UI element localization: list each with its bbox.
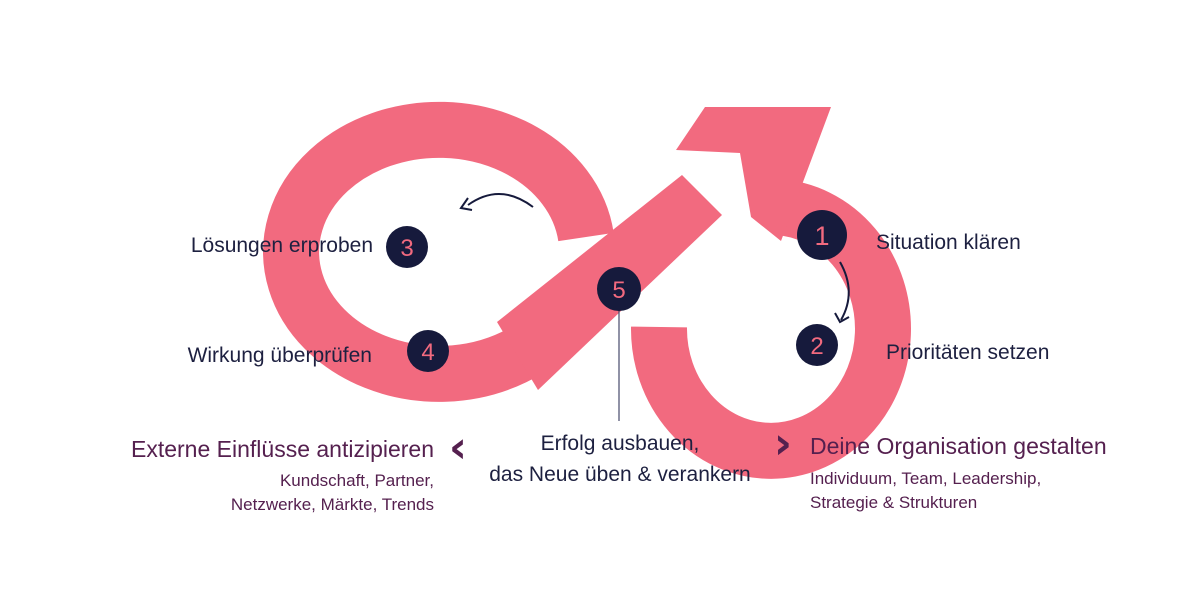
organisation-line-1: Individuum, Team, Leadership, xyxy=(810,469,1042,488)
cycle-arrow-right xyxy=(834,261,850,324)
step-2-marker: 2 xyxy=(796,324,838,366)
step-5-label-line-2: das Neue üben & verankern xyxy=(489,463,751,486)
chevron-right-icon: › xyxy=(774,418,792,469)
step-4-number: 4 xyxy=(421,339,434,366)
external-influences-block: Externe Einflüsse antizipieren Kundschaf… xyxy=(131,434,434,517)
step-5-number: 5 xyxy=(612,277,625,304)
step-5-label-line-1: Erfolg ausbauen, xyxy=(540,432,700,455)
step-5-marker: 5 xyxy=(597,267,641,311)
step-1-marker: 1 xyxy=(797,210,847,260)
step-5-label: Erfolg ausbauen, das Neue üben & veranke… xyxy=(450,428,790,490)
external-influences-line-1: Kundschaft, Partner, xyxy=(279,471,434,490)
infinity-loop-shape xyxy=(263,101,911,479)
organisation-title: Deine Organisation gestalten xyxy=(810,433,1107,459)
external-influences-title: Externe Einflüsse antizipieren xyxy=(131,436,434,462)
step-1-number: 1 xyxy=(814,221,829,251)
step-4-label: Wirkung überprüfen xyxy=(187,344,372,367)
cycle-arrow-upper-left xyxy=(459,193,534,211)
step-3-number: 3 xyxy=(400,235,413,262)
step-2-label: Prioritäten setzen xyxy=(886,341,1050,364)
step-3-marker: 3 xyxy=(386,226,428,268)
step-1-label: Situation klären xyxy=(876,231,1021,254)
organisation-block: Deine Organisation gestalten Individuum,… xyxy=(810,431,1107,515)
chevron-left-icon: ‹ xyxy=(449,422,467,473)
step-3-label: Lösungen erproben xyxy=(190,234,373,257)
step-4-marker: 4 xyxy=(407,330,449,372)
organisation-line-2: Strategie & Strukturen xyxy=(810,493,978,512)
step-2-number: 2 xyxy=(810,333,823,360)
external-influences-line-2: Netzwerke, Märkte, Trends xyxy=(230,495,434,514)
